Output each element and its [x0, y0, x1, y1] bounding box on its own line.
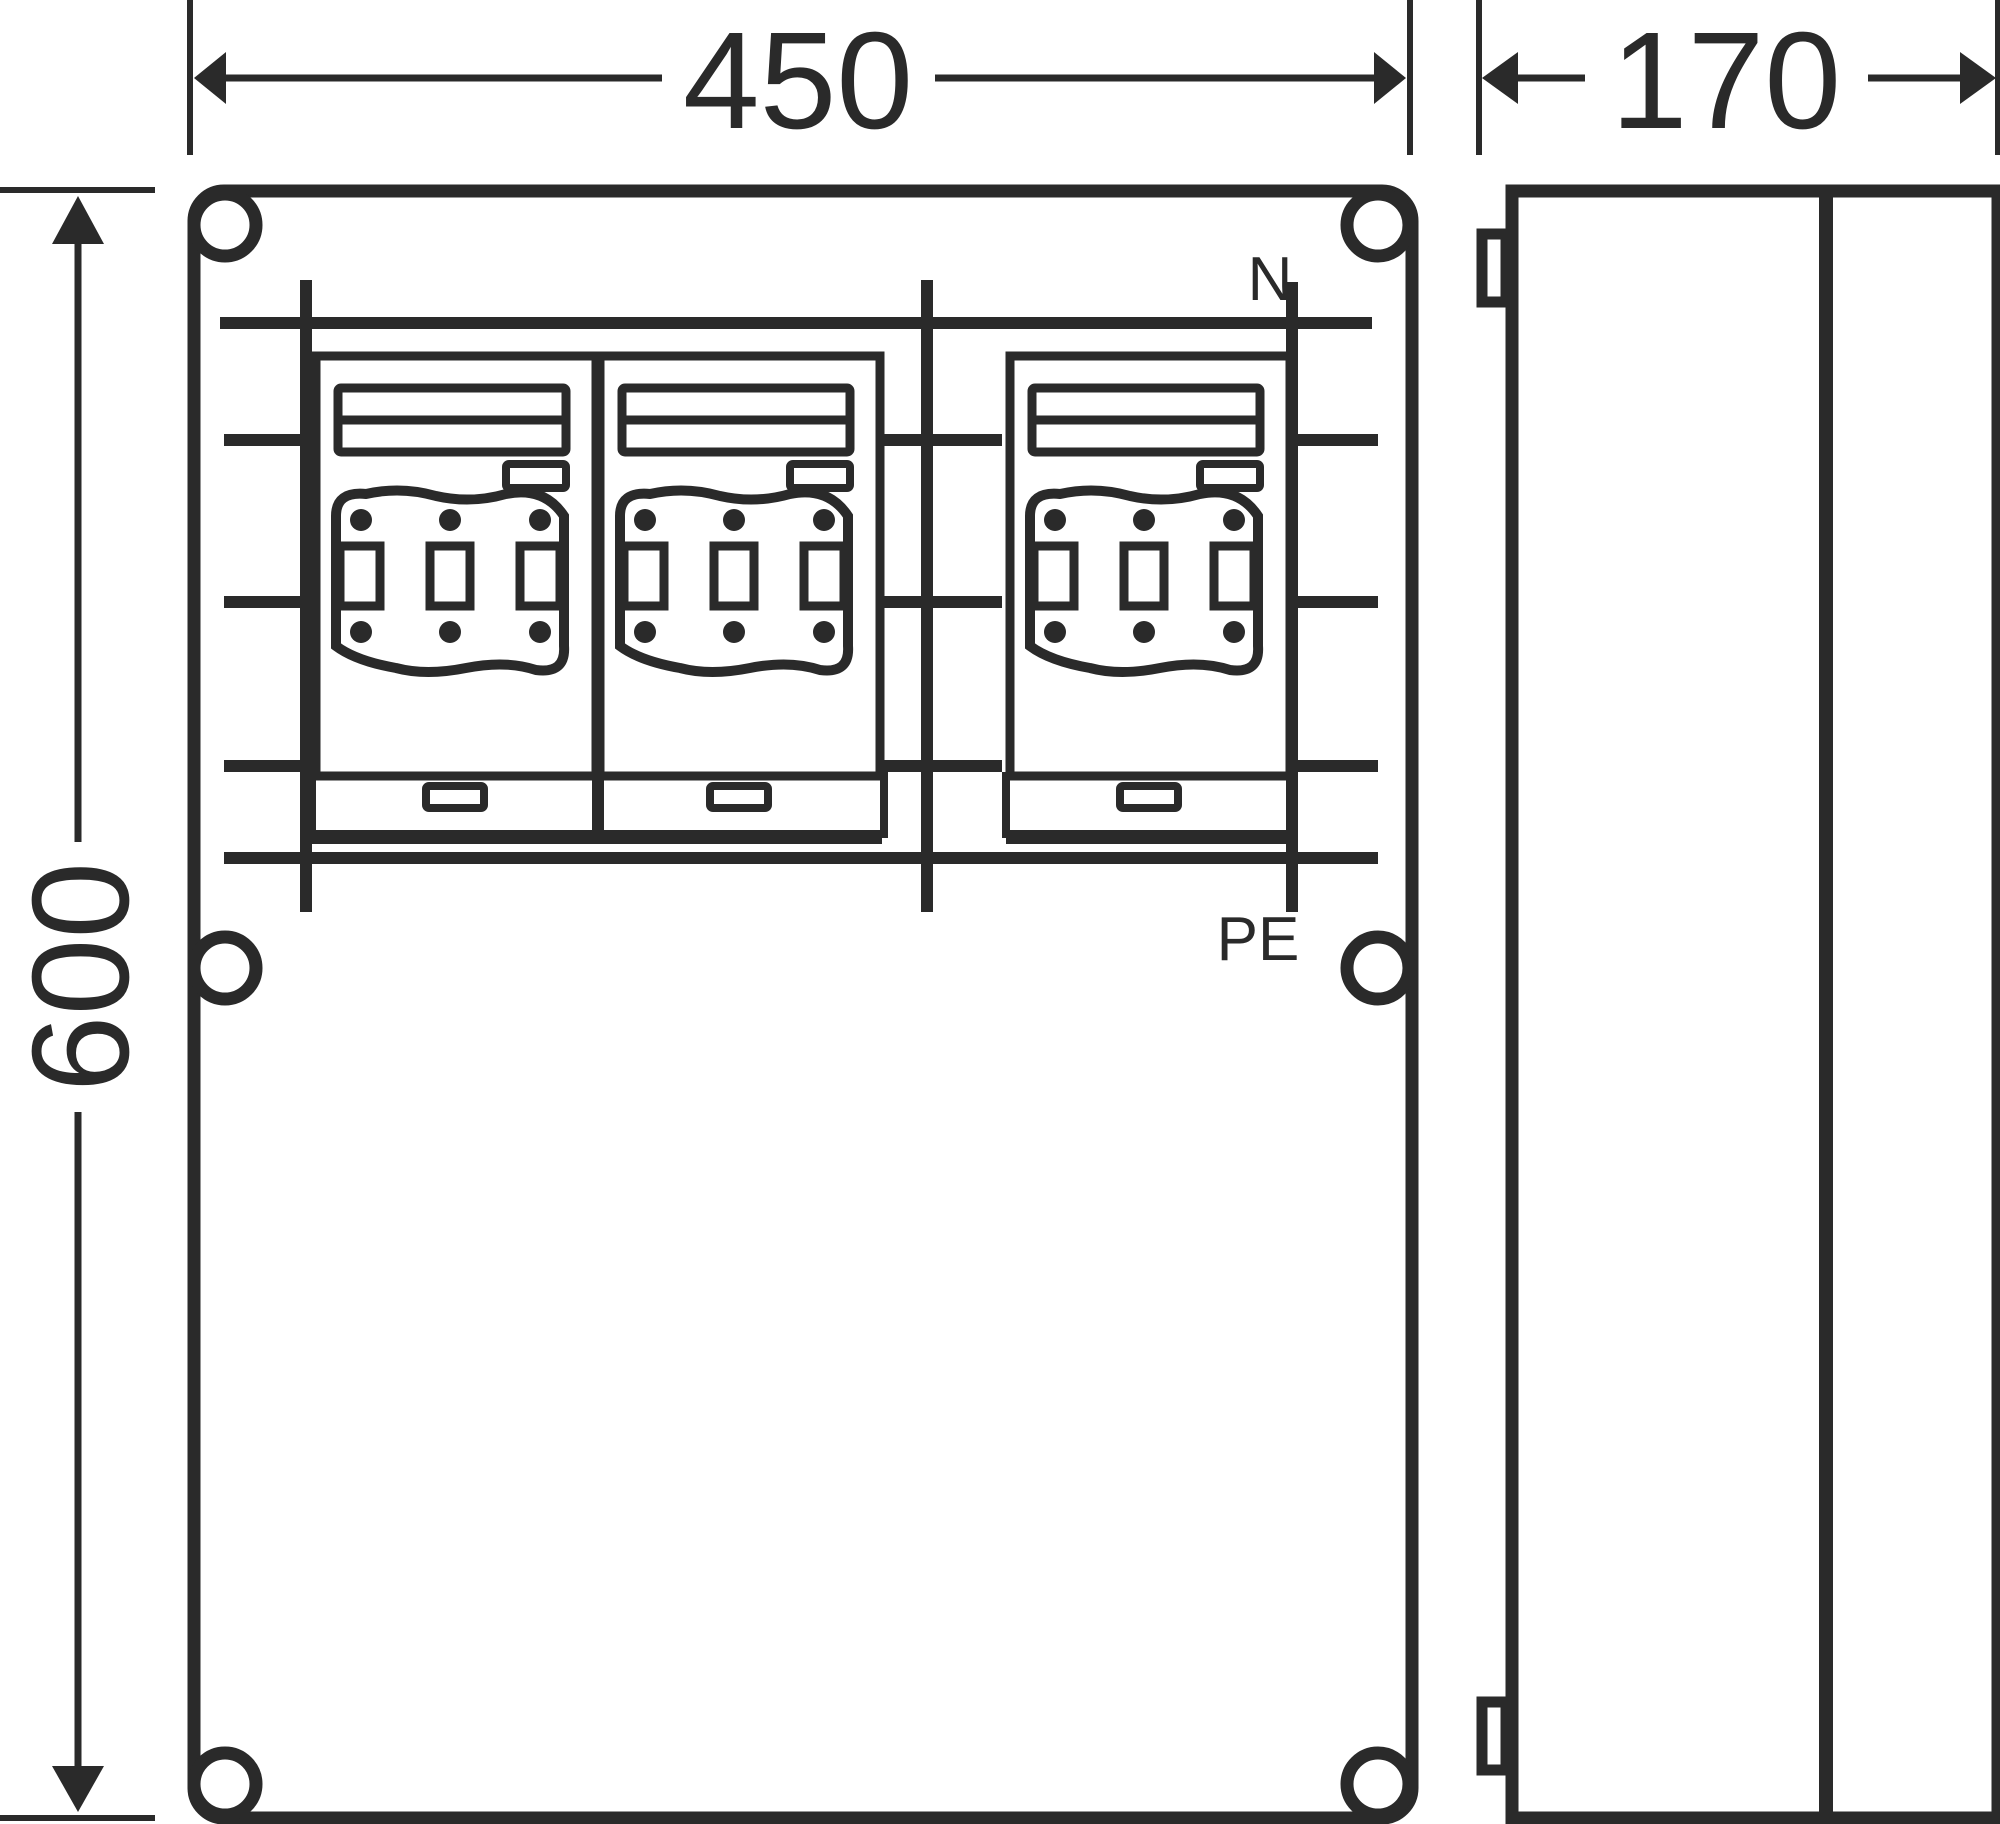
mounting-hole-icon	[187, 1746, 263, 1822]
depth-dimension	[1476, 0, 2000, 155]
busbars	[220, 280, 1378, 912]
hinge-icon	[1476, 228, 1512, 308]
front-view	[187, 184, 1419, 1824]
arrow-down-icon	[52, 1766, 104, 1812]
side-view	[1476, 184, 2000, 1824]
fuse-module-2	[596, 356, 884, 834]
mounting-hole-icon	[187, 187, 263, 263]
arrow-right-icon	[1374, 52, 1406, 104]
arrow-right-icon	[1960, 52, 1996, 104]
width-dimension	[187, 0, 1413, 155]
fuse-module-1	[312, 356, 600, 834]
arrow-left-icon	[194, 52, 226, 104]
arrow-up-icon	[52, 196, 104, 244]
fuse-module-3	[1006, 356, 1294, 834]
mounting-hole-icon	[1340, 930, 1416, 1006]
hinge-icon	[1476, 1696, 1512, 1776]
mounting-hole-icon	[187, 930, 263, 1006]
mounting-hole-icon	[1340, 187, 1416, 263]
arrow-left-icon	[1482, 52, 1518, 104]
height-dimension	[0, 187, 155, 1821]
mounting-holes	[187, 187, 1416, 1822]
mounting-hole-icon	[1340, 1746, 1416, 1822]
